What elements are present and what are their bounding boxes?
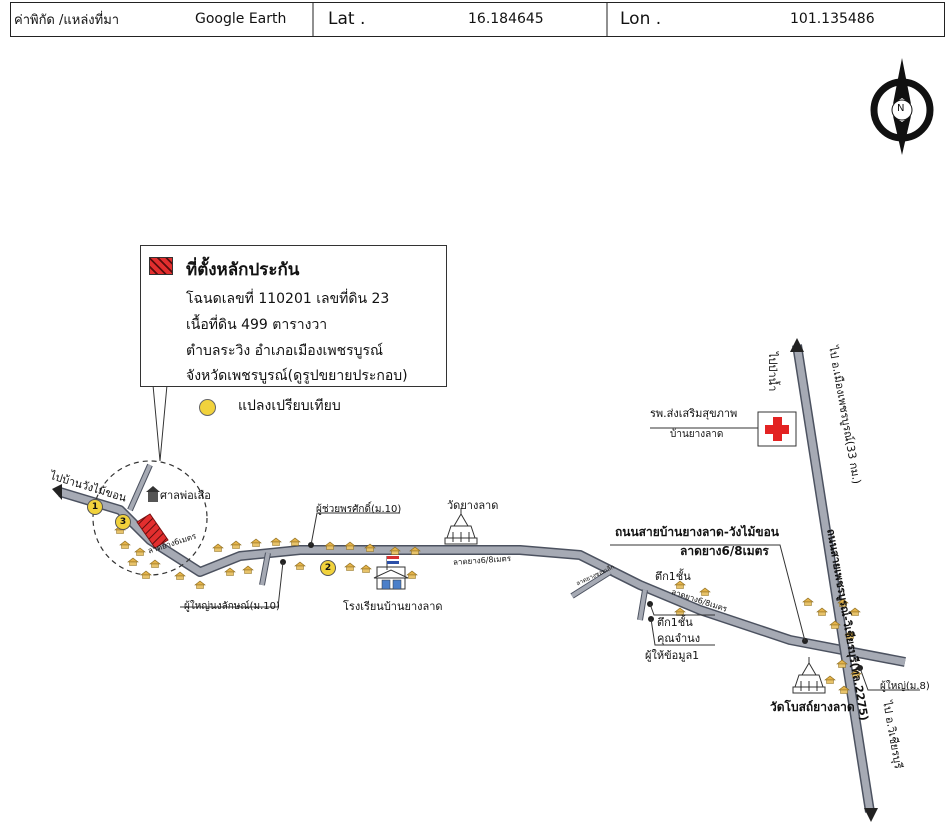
informant-label: ผู้ให้ข้อมูล1 — [645, 649, 700, 662]
coord-source-label: ค่าพิกัด /แหล่งที่มา — [14, 12, 120, 28]
legend-location: ตำบลระวิง อำเภอเมืองเพชรบูรณ์ — [186, 343, 383, 359]
legend-province: จังหวัดเพชรบูรณ์(ดูรูปขยายประกอบ) — [186, 368, 408, 384]
school-label: โรงเรียนบ้านยางลาด — [343, 600, 443, 613]
phu-yai-right-label: ผู้ใหญ่(ม.8) — [880, 681, 930, 692]
header-grid — [10, 2, 945, 37]
shrine-icon — [146, 486, 160, 502]
lon-label: Lon . — [620, 9, 662, 29]
lon-value: 101.135486 — [790, 11, 875, 27]
lat-label: Lat . — [328, 9, 366, 29]
khun-jumnong-label: คุณจำนง — [657, 632, 701, 645]
tuk2-label: ตึก1ชั้น — [657, 616, 693, 629]
phu-yai-left-label: ผู้ใหญ่นงลักษณ์(ม.10) — [184, 601, 280, 612]
legend-deed: โฉนดเลขที่ 110201 เลขที่ดิน 23 — [186, 291, 390, 307]
compass-north-letter: N — [897, 103, 905, 114]
coordinate-header: ค่าพิกัด /แหล่งที่มา Google Earth Lat . … — [10, 0, 945, 38]
highway — [790, 338, 878, 822]
marker-3: 3 — [115, 514, 131, 530]
legend-area: เนื้อที่ดิน 499 ตารางวา — [186, 317, 328, 333]
lat-value: 16.184645 — [468, 11, 544, 27]
hospital-sub-label: บ้านยางลาด — [670, 429, 724, 440]
temple-icon-bot — [792, 656, 826, 694]
callout-pointer — [152, 384, 168, 462]
school-icon — [373, 556, 409, 590]
leader-lines — [180, 427, 920, 691]
legend-box: ที่ตั้งหลักประกัน โฉนดเลขที่ 110201 เลขท… — [140, 245, 447, 387]
hospital-icon — [757, 411, 797, 447]
temple-icon-yang-lat — [444, 507, 478, 545]
enlarge-circle — [92, 460, 208, 576]
to-pa-nam-label: ไปป่าน้ำ — [766, 352, 779, 392]
comparable-swatch — [199, 399, 216, 416]
marker-2: 2 — [320, 560, 336, 576]
phu-chuay-label: ผู้ช่วยพรศักดิ์(ม.10) — [316, 504, 402, 515]
sala-label: ศาลพ่อเสือ — [160, 489, 211, 502]
road-sub-label: ลาดยาง6/8เมตร — [680, 544, 769, 558]
hospital-label: รพ.ส่งเสริมสุขภาพ — [650, 407, 738, 420]
tuk1-label: ตึก1ชั้น — [655, 570, 691, 583]
marker-1: 1 — [87, 499, 103, 515]
wat-bot-label: วัดโบสถ์ยางลาด — [770, 700, 855, 714]
side-roads — [127, 463, 648, 621]
subject-parcel — [136, 513, 169, 549]
coord-source-value: Google Earth — [195, 11, 287, 27]
road-title-label: ถนนสายบ้านยางลาด-วังไม้ขอน — [615, 525, 779, 539]
legend-title: ที่ตั้งหลักประกัน — [186, 260, 300, 280]
subject-swatch — [149, 257, 173, 275]
wat-yang-lat-label: วัดยางลาด — [447, 499, 499, 512]
legend-comparable-label: แปลงเปรียบเทียบ — [238, 398, 341, 414]
compass-rose — [870, 58, 934, 155]
